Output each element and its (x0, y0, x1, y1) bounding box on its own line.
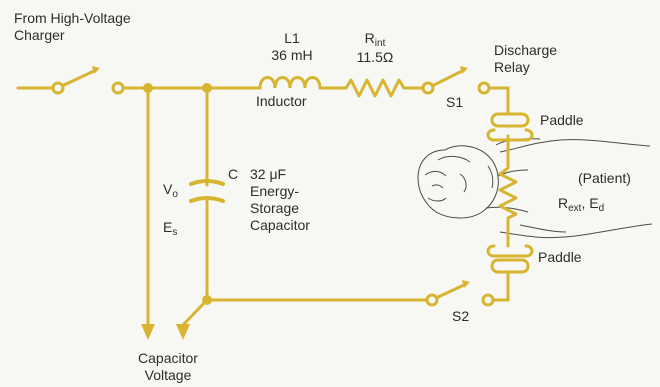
relay-line2: Relay (494, 59, 530, 75)
inductor-name: L1 (284, 30, 300, 46)
resistor-label: Rint 11.5Ω (338, 30, 412, 66)
output-line2: Voltage (144, 367, 192, 383)
junction-dots (143, 83, 212, 305)
arrow-down-icon (141, 324, 190, 340)
capacitor-icon (189, 179, 225, 203)
capacitor-desc-2: Storage (250, 200, 300, 216)
inductor-caption: Inductor (256, 93, 307, 109)
source-label-line2: Charger (14, 27, 65, 43)
capacitor-desc-3: Capacitor (250, 217, 310, 233)
source-label: From High-Voltage Charger (14, 10, 131, 44)
paddle-icon (486, 112, 534, 142)
capacitor-description: 32 μF Energy- Storage Capacitor (250, 166, 310, 234)
resistor-name: Rint (364, 30, 386, 49)
capacitor-name: C (228, 166, 239, 182)
inductor-icon (258, 76, 322, 90)
inductor-label: L1 36 mH (252, 30, 332, 64)
paddle-top-label: Paddle (540, 112, 584, 128)
vo-label: Vo (163, 181, 178, 200)
capacitor-value: 32 μF (250, 166, 287, 182)
discharge-relay-label: Discharge Relay (494, 42, 557, 76)
paddle-bottom-icon (486, 244, 534, 274)
switch-s2-label: S2 (452, 308, 470, 324)
switch-s1-icon (421, 66, 491, 95)
switch-s2-icon (425, 280, 495, 307)
source-label-line1: From High-Voltage (14, 10, 131, 26)
capacitor-desc-1: Energy- (250, 183, 300, 199)
inductor-value: 36 mH (271, 47, 313, 63)
output-label: Capacitor Voltage (118, 350, 218, 384)
wires (16, 86, 510, 327)
resistor-icon (344, 78, 410, 98)
patient-resistor-icon (498, 162, 518, 224)
patient-resistance-label: Rext, Ed (558, 195, 605, 214)
patient-label: (Patient) (578, 170, 631, 186)
relay-line1: Discharge (494, 42, 558, 58)
paddle-bottom-label: Paddle (538, 249, 582, 265)
es-label: Es (163, 219, 178, 238)
resistor-value: 11.5Ω (356, 49, 394, 65)
output-line1: Capacitor (138, 350, 198, 366)
patient-body-outline (495, 138, 653, 239)
switch-icon (51, 66, 125, 95)
switch-s1-label: S1 (446, 94, 464, 110)
patient-head-icon (417, 145, 529, 219)
